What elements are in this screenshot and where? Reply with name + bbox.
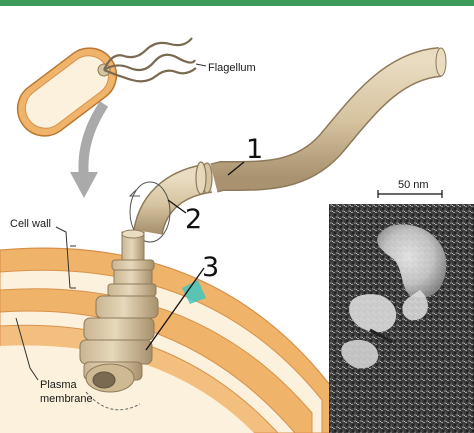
plasma-membrane-label-line2: membrane (40, 393, 93, 405)
electron-micrograph (329, 204, 474, 433)
cytoplasmic-ring-outline (85, 391, 141, 411)
scale-bar (377, 190, 443, 198)
plasma-membrane-leader-line (15, 317, 39, 381)
flagellum-label: Flagellum (208, 62, 256, 74)
flagellum-hook (128, 161, 213, 243)
cell-envelope (0, 247, 331, 433)
flagellum-leader-line (195, 63, 207, 67)
flagellum-strand (103, 67, 197, 83)
scale-bar-label: 50 nm (398, 179, 429, 191)
plasma-membrane-label-line1: Plasma (40, 379, 78, 391)
bacterium-illustration (16, 37, 197, 137)
basal-rod (121, 229, 145, 263)
rotation-indicator (129, 181, 171, 243)
top-band (0, 0, 474, 6)
flagellum-filament (210, 47, 447, 193)
filament-tip (435, 47, 447, 77)
annotation-line-1 (227, 161, 245, 176)
flagellum-strand (102, 37, 193, 71)
cytoplasm-region (0, 345, 254, 433)
zoom-arrow (70, 101, 109, 198)
teal-marker (182, 280, 206, 304)
annotation-2: 2 (185, 204, 202, 235)
annotation-line-3 (145, 267, 205, 351)
flagellum-strand (103, 53, 196, 72)
cell-wall-label: Cell wall (10, 218, 51, 230)
cell-wall-leader-line (55, 226, 71, 289)
annotation-3: 3 (202, 252, 219, 283)
cell-wall-bracket (70, 245, 76, 289)
annotation-1: 1 (246, 134, 263, 165)
basal-body-motor (79, 259, 159, 411)
annotation-line-2 (167, 199, 187, 214)
